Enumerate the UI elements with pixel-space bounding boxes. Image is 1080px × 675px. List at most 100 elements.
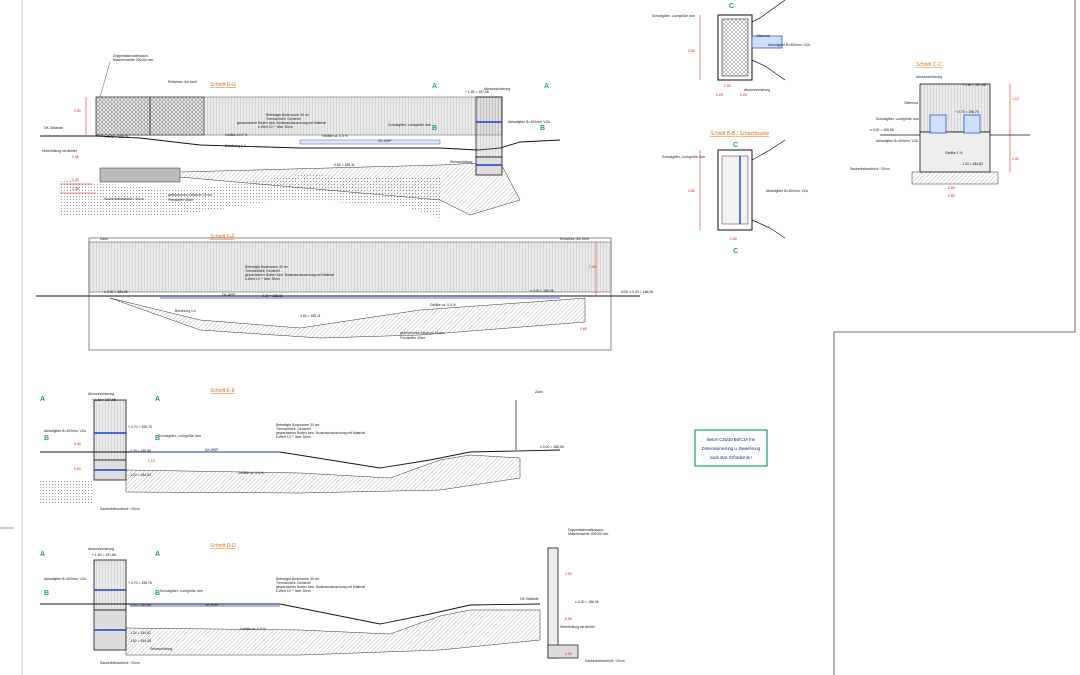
water-level-gg <box>299 139 441 145</box>
dim-025b-plan: 0.25 <box>740 93 747 97</box>
schutzgitter-plan: Schutzgitter, Lochgröße 4cm <box>652 14 695 18</box>
dim-200-ff: 2.00 <box>589 265 596 269</box>
dim-280-bb: 2.80 <box>688 189 695 193</box>
kieskorn-gg: gebrochenes Kieskorn 25 cm <box>168 193 212 197</box>
shaft-base-cc <box>919 131 991 173</box>
dim-135-gg: 1.35 <box>72 187 79 191</box>
boeschung-ff: Böschung 1:2 <box>175 309 196 313</box>
section-f-f-frame <box>88 237 612 351</box>
zaun-ff-left: Zaun <box>100 237 108 241</box>
section-g-g: Schnitt G-G Doppelstabmattenzaun, Masche… <box>40 54 561 218</box>
bekiesung-ff: Befestigte Bodenzone 30 cm <box>245 265 289 269</box>
kwert-dd: k-Wert 10⁻⁵ über 30cm <box>276 589 311 593</box>
gefaelle05-gg: Gefälle ca. 0.5 % <box>322 134 348 138</box>
ok-gelaende-dd: OK Gelände <box>520 597 539 601</box>
dim-110-cc: 1.10 <box>1012 97 1019 101</box>
gravel-cc <box>911 171 999 185</box>
pipe-right-cc <box>963 114 981 134</box>
gravel-layer-ee <box>125 454 521 494</box>
level-197-cc: + 1.60 = 197,66 <box>962 83 986 87</box>
gravel-layer-gg <box>99 161 521 216</box>
bekiesung-gg: Befestigte Bodenzone 30 cm <box>266 113 310 117</box>
section-e-e: Schnitt E-E DK-WSP Zaun Absturzsicherung… <box>40 388 564 511</box>
fence-note: Doppelstabmattenzaun, <box>113 54 149 58</box>
shaft-plan-top: Schutzgitter, Lochgröße 4cm Gitterrost A… <box>652 0 811 97</box>
section-b-b: Schnitt B-B / Schachtsohle Schutzgitter,… <box>662 131 809 255</box>
shaft-gg <box>475 96 503 158</box>
foundation-gg <box>99 167 181 183</box>
level-186-ff: ± 0.00 = 186,06 <box>104 290 128 294</box>
gravel-layer-dd <box>125 609 541 656</box>
dim-280-plan: 2.80 <box>688 49 695 53</box>
mark-b-right-gg: B <box>540 125 545 132</box>
mark-b-left-dd: B <box>44 590 49 597</box>
inlet-wing-plan <box>751 0 786 81</box>
gefaelle-gg: Gefälle 10.0 % <box>225 133 247 137</box>
bodenaustausch-ee: gewachsener Boden bzw. Bodenaustauschung… <box>276 431 365 435</box>
gravel-layer-ff <box>109 297 586 339</box>
level-186-ee: ± 0.00 = 186,06 <box>540 445 564 449</box>
dim-200-dd: 2.00 <box>565 572 572 576</box>
bekiesung-dd: Befestigte Bodenzone 30 cm <box>276 577 320 581</box>
mark-c-bottom-bb: C <box>733 248 738 255</box>
mark-c-top-plan: C <box>729 3 734 10</box>
trennschicht-ee: Trennschicht: Geotextil <box>276 427 311 431</box>
dk-wsp-gg: DK-WSP <box>378 139 392 143</box>
level-185-gg: - 0.60 = 185,11 <box>332 163 355 167</box>
dk-wsp-ff: DK-WSP <box>222 293 236 297</box>
schutzgitter-bb: Schutzgitter, Lochgröße 4cm <box>662 155 705 159</box>
frostkoffer-ff: Frostkoffer 40cm <box>400 336 426 340</box>
ablauf-ee: Ablaufgitter B=400mm, V2A <box>44 429 87 433</box>
sauberkeit-gg: Sauberkeitsschicht ~20cm <box>104 197 144 201</box>
gitterrost-cc: Gitterrost <box>904 101 918 105</box>
mark-b-right-dd: B <box>155 590 160 597</box>
subsoil-gg <box>60 150 440 218</box>
fence-leader <box>99 61 111 98</box>
section-d-d: Schnitt D-D DK-WSP Doppelstabmattenzaun,… <box>40 528 625 665</box>
level-197-ee: + 1.60 = 197,66 <box>92 398 116 402</box>
shaft-base-gg <box>475 156 503 176</box>
ablauf-gg: Ablaufgitter B=400mm, V2A <box>508 120 551 124</box>
absturz-cc: Absturzsicherung <box>916 75 942 79</box>
steinschuettung-dd: Steinschüttung <box>150 647 173 651</box>
schutzgitter-ee: Schutzgitter, Lochgröße 4cm <box>158 434 201 438</box>
wall-dd <box>547 547 559 659</box>
schutzgitter-gg: Schutzgitter, Lochgröße 4cm <box>388 123 431 127</box>
gok-ff: GOK ± 0.00 = 186,06 <box>621 290 653 294</box>
kwert-gg: k-Wert 10⁻⁵ über 30cm <box>258 125 293 129</box>
sauberkeit-dd: Sauberkeitsschicht ~20cm <box>585 659 625 663</box>
mark-c-top-bb: C <box>733 142 738 149</box>
dim-265-ff: 2.65 <box>580 327 587 331</box>
level-185-dd: - 0.30 = 185,86 <box>128 603 151 607</box>
notice-line-1: Beton C25/30 B6/C3A frei <box>707 437 755 442</box>
frostkoffer-gg: Frostkoffer 40cm <box>168 198 194 202</box>
kwert-ee: k-Wert 10⁻⁵ über 30cm <box>276 435 311 439</box>
dim-200-gg: 2.00 <box>74 109 81 113</box>
level-185-ff: - 0.30 = 185,86 <box>260 294 283 298</box>
wing-bb <box>751 139 786 239</box>
level-197-dd: + 1.60 = 197,66 <box>92 553 116 557</box>
dim-110-ee: 1.10 <box>148 459 155 463</box>
level-197-gg: + 1.60 = 197,66 <box>465 90 489 94</box>
boeschung-gg: Böschung 1:2 <box>225 144 246 148</box>
level-184-dd: - 1.24 = 184,82 <box>128 631 151 635</box>
level-196-dd: + 0.70 = 196,76 <box>128 581 152 585</box>
gefaelle-ff: Gefälle ca. 0.5 % <box>430 303 456 307</box>
fence-note-dd: Doppelstabmattenzaun, <box>568 528 604 532</box>
section-f-f-title: Schnitt F-F <box>210 234 235 240</box>
absturz-dd: Absturzsicherung <box>88 547 114 551</box>
trennschicht-dd: Trennschicht: Geotextil <box>276 581 311 585</box>
gefaelle-ee: Gefälle ca. 0.5 % <box>238 471 264 475</box>
dim-055-gg: 0.55 <box>72 155 79 159</box>
shaft-ee <box>93 399 127 461</box>
trennschicht-ff: Trennschicht: Geotextil <box>245 269 280 273</box>
level-184-ee: - 1.24 = 184,82 <box>128 473 151 477</box>
subsoil-ee <box>40 480 94 505</box>
steinschuettung-gg: Steinschüttung <box>450 160 473 164</box>
gefaelle-cc: Gefälle 1 % <box>945 151 963 155</box>
section-b-b-title: Schnitt B-B / Schachtsohle <box>710 131 769 137</box>
sauberkeit-ee: Sauberkeitsschicht ~20cm <box>100 507 140 511</box>
inlet-pipe-plan <box>751 35 783 49</box>
sauberkeit-left-dd: Sauberkeitsschicht ~20cm <box>100 661 140 665</box>
ok-gelaende-gg: OK Gelände <box>44 126 63 130</box>
